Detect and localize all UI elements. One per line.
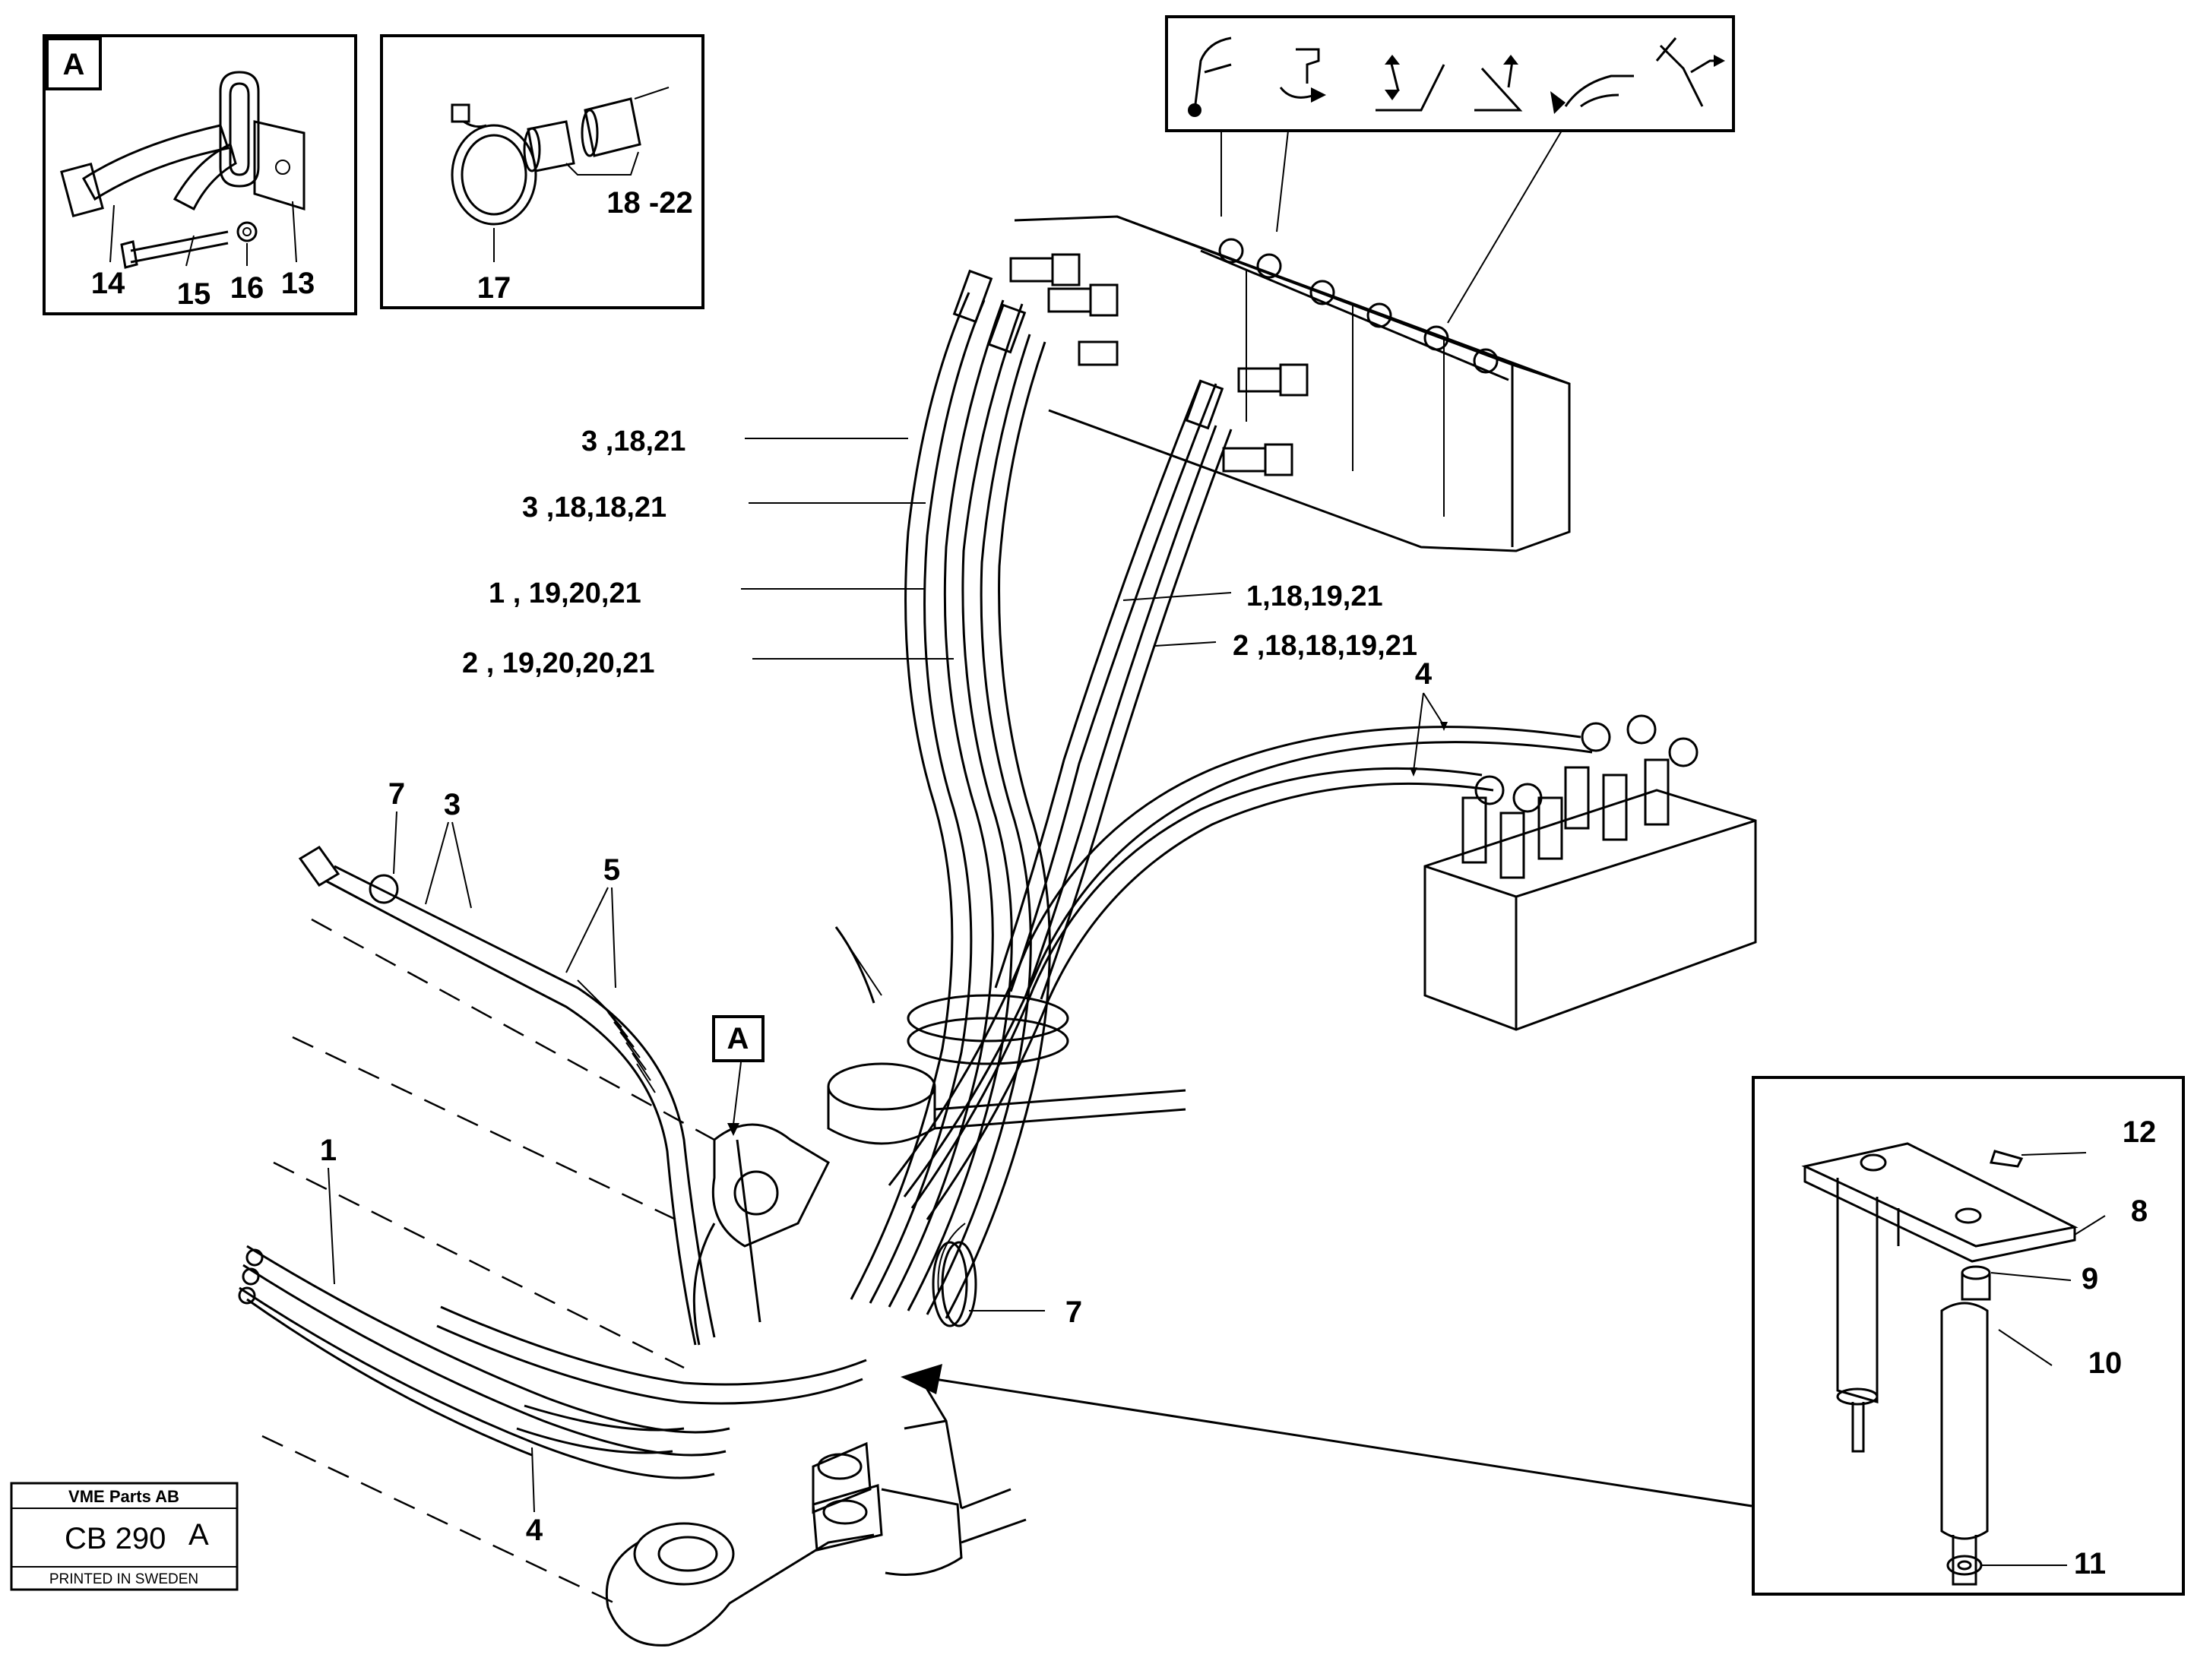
stamp-revision: A — [188, 1518, 209, 1552]
callout-hose-1-right: 1,18,19,21 — [1246, 581, 1383, 612]
spring-guard — [577, 979, 656, 1093]
main-hoses — [850, 253, 1309, 1319]
stamp-code: CB 290 — [65, 1522, 166, 1555]
bottom-hose-bundle — [238, 1223, 977, 1479]
callout-11: 11 — [2074, 1547, 2106, 1580]
callout-9: 9 — [2082, 1262, 2098, 1296]
callout-hose-1: 1 , 19,20,21 — [489, 577, 641, 609]
inset-a-tag: A — [63, 48, 85, 81]
dipper-in-symbol-icon — [1376, 55, 1445, 112]
left-hose-assembly — [298, 846, 716, 1346]
boom-symbol-icon — [1188, 36, 1232, 117]
title-stamp: VME Parts AB CB 290 A PRINTED IN SWEDEN — [10, 1482, 239, 1591]
callout-4-bottom: 4 — [526, 1514, 543, 1547]
dipper-out-symbol-icon — [1474, 55, 1523, 112]
swing-symbol-icon — [1279, 48, 1326, 103]
callout-7-upper: 7 — [388, 777, 405, 811]
callout-1-bottom: 1 — [320, 1134, 337, 1167]
inset-c: 12 8 9 10 11 — [1752, 1076, 2185, 1596]
cotter-pin — [1990, 1150, 2087, 1168]
callout-12: 12 — [2123, 1115, 2157, 1149]
hose-clamp-illustration — [451, 103, 537, 226]
hose-grommet — [907, 994, 1069, 1065]
callout-15: 15 — [177, 277, 211, 311]
sleeve-illustration — [523, 87, 670, 172]
strap-clamp-illustration — [60, 71, 306, 269]
valve-caps — [1218, 238, 1499, 374]
auxiliary-valve-block — [888, 714, 1757, 1220]
bucket-symbol-icon — [1550, 74, 1634, 114]
callout-3-left: 3 — [444, 788, 461, 821]
callout-hose-3-b: 3 ,18,18,21 — [522, 492, 666, 524]
aux-fittings — [1461, 714, 1699, 879]
hammer-symbol-icon — [1655, 37, 1725, 107]
callout-4-upper: 4 — [1415, 657, 1433, 691]
mounting-plate — [1801, 1142, 2078, 1453]
callout-hose-2-right: 2 ,18,18,19,21 — [1233, 630, 1417, 662]
upper-valve-block — [1014, 215, 1571, 552]
stamp-company: VME Parts AB — [68, 1487, 179, 1506]
control-symbols-panel — [1165, 15, 1735, 324]
section-a-tag: A — [727, 1022, 749, 1055]
callout-hose-3-a: 3 ,18,21 — [581, 426, 685, 457]
leader-arrowhead — [901, 1364, 942, 1394]
callout-hose-2: 2 , 19,20,20,21 — [462, 647, 655, 679]
callout-14: 14 — [91, 267, 125, 300]
pin-and-sleeve — [1940, 1265, 1991, 1586]
callout-10: 10 — [2088, 1346, 2123, 1380]
inset-a: A 14 15 16 13 — [43, 34, 357, 315]
callout-16: 16 — [230, 271, 264, 305]
callout-8: 8 — [2131, 1194, 2148, 1228]
callout-7-lower: 7 — [1065, 1296, 1082, 1329]
callout-17: 17 — [477, 271, 511, 305]
hose-callouts: 3 ,18,21 3 ,18,18,21 1 , 19,20,21 2 , 19… — [320, 426, 1448, 1547]
callout-13: 13 — [281, 267, 315, 300]
callout-5: 5 — [603, 853, 620, 887]
callout-18-22: 18 -22 — [606, 186, 692, 220]
stamp-footer: PRINTED IN SWEDEN — [49, 1571, 198, 1587]
hose-fittings — [952, 253, 1309, 476]
boom-frame — [261, 918, 1186, 1647]
inset-b: 17 18 -22 — [380, 34, 704, 309]
